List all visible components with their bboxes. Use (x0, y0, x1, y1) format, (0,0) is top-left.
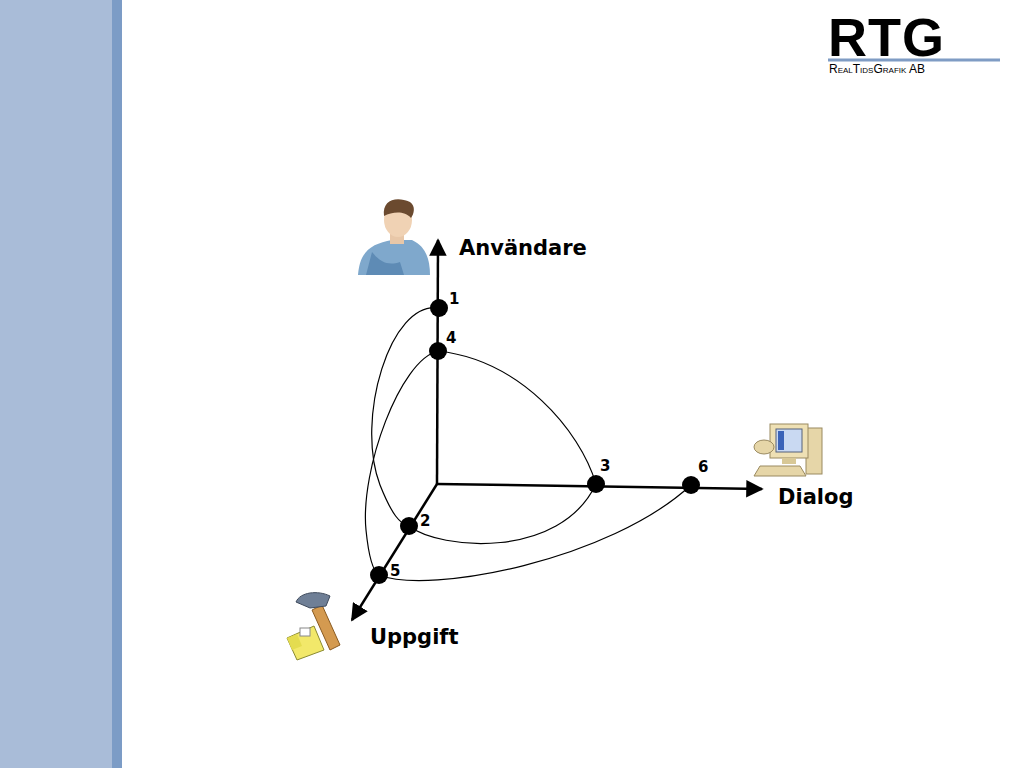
callout-number: 6 (698, 460, 708, 475)
points (370, 299, 700, 584)
callout-number: 2 (420, 514, 430, 529)
callout-number: 5 (390, 564, 400, 579)
curves (365, 308, 691, 581)
axes (352, 240, 762, 620)
side-band (0, 0, 112, 768)
user-icon (358, 199, 430, 275)
callout-number: 3 (600, 459, 610, 474)
axis-label: Dialog (778, 487, 853, 508)
computer-icon (754, 424, 822, 476)
tools-icon (287, 593, 340, 660)
logo-text: RTG (828, 10, 945, 64)
side-stripe (112, 0, 122, 768)
callout-number: 1 (449, 292, 459, 307)
axis-label: Användare (459, 238, 587, 259)
callout-number: 4 (446, 331, 456, 346)
company-name: RealTidsGrafik AB (829, 63, 925, 75)
axis-label: Uppgift (370, 627, 459, 648)
